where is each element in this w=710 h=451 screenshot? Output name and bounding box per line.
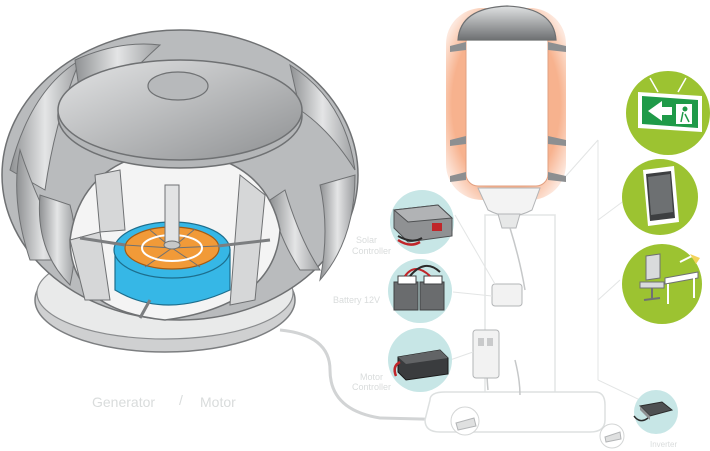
controller-box (472, 329, 500, 379)
lamp-dome (457, 5, 557, 41)
turbine-cap (57, 59, 303, 169)
motor-controller-label-2: Controller (352, 382, 391, 392)
solar-controller-label-1: Solar (356, 235, 377, 245)
power-cable (279, 328, 461, 422)
generator-label: Generator (92, 394, 155, 410)
inner-vanes (69, 169, 266, 306)
motor-controller-callout (388, 328, 452, 392)
smartphone-icon (622, 159, 698, 235)
inverter-callout (633, 390, 678, 434)
spokes (79, 236, 271, 319)
solar-controller-callout (390, 190, 454, 254)
motor-controller-label-1: Motor (360, 372, 383, 382)
ventilation-turbine (1, 29, 359, 353)
motor-label: Motor (200, 394, 236, 410)
solar-controller-label-2: Controller (352, 246, 391, 256)
office-desk-icon (622, 244, 702, 324)
label-separator: / (179, 392, 183, 408)
battery-pack (491, 283, 523, 307)
battery-callout (388, 259, 452, 323)
bottom-right-label: Inverter (650, 440, 677, 449)
lamp-post (424, 5, 625, 449)
battery-label: Battery 12V (333, 295, 380, 305)
exit-sign-icon (626, 71, 710, 155)
